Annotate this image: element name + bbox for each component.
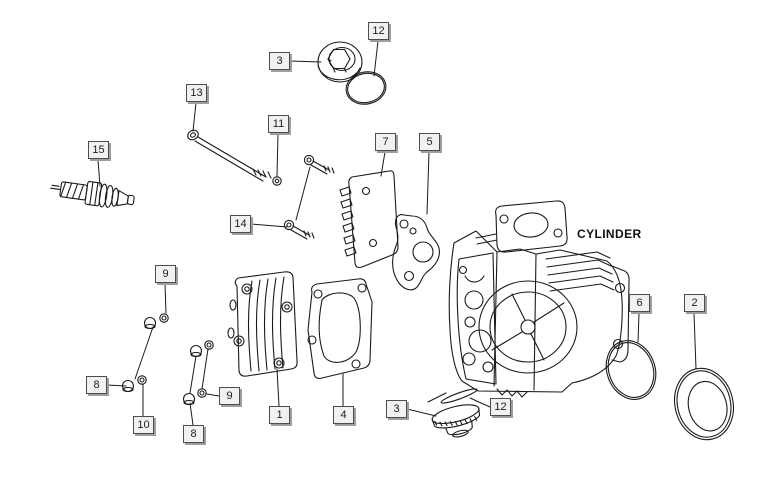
callout-9-right[interactable]: 9 [219, 387, 240, 405]
part-long-bolt [187, 129, 272, 182]
part-finned-plate [339, 170, 399, 269]
callout-7[interactable]: 7 [375, 133, 396, 151]
part-small-nut [272, 176, 282, 186]
part-side-cap [673, 367, 735, 441]
part-flange-bolts [283, 154, 335, 240]
callout-4[interactable]: 4 [333, 406, 354, 424]
callout-9-left[interactable]: 9 [155, 265, 176, 283]
callout-12-oring-bottom[interactable]: 12 [490, 398, 511, 416]
callout-13[interactable]: 13 [186, 84, 207, 102]
callout-3-valve-cap[interactable]: 3 [269, 52, 290, 70]
callout-3-tappet[interactable]: 3 [386, 400, 407, 418]
callout-8-right[interactable]: 8 [183, 425, 204, 443]
leader-lines [97, 40, 697, 426]
callout-6[interactable]: 6 [629, 294, 650, 312]
callout-1[interactable]: 1 [269, 406, 290, 424]
part-cap-nuts-washers [121, 313, 214, 406]
part-valve-cap [317, 41, 363, 83]
callout-14[interactable]: 14 [230, 215, 251, 233]
callout-15[interactable]: 15 [88, 141, 109, 159]
part-cylinder-head [448, 200, 630, 398]
part-head-gasket [307, 278, 373, 379]
callout-12-oring-top[interactable]: 12 [368, 22, 389, 40]
part-oring-large [605, 340, 657, 400]
callout-5[interactable]: 5 [419, 133, 440, 151]
callout-11[interactable]: 11 [268, 115, 289, 133]
part-oring-top [345, 71, 387, 105]
callout-2[interactable]: 2 [684, 294, 705, 312]
part-head-cover [227, 271, 298, 377]
part-spark-plug [50, 181, 135, 208]
cylinder-label: CYLINDER [577, 227, 642, 241]
callout-8-left[interactable]: 8 [86, 376, 107, 394]
part-tappet-cover [427, 388, 481, 438]
callout-10[interactable]: 10 [133, 416, 154, 434]
part-port-gasket [392, 214, 440, 291]
